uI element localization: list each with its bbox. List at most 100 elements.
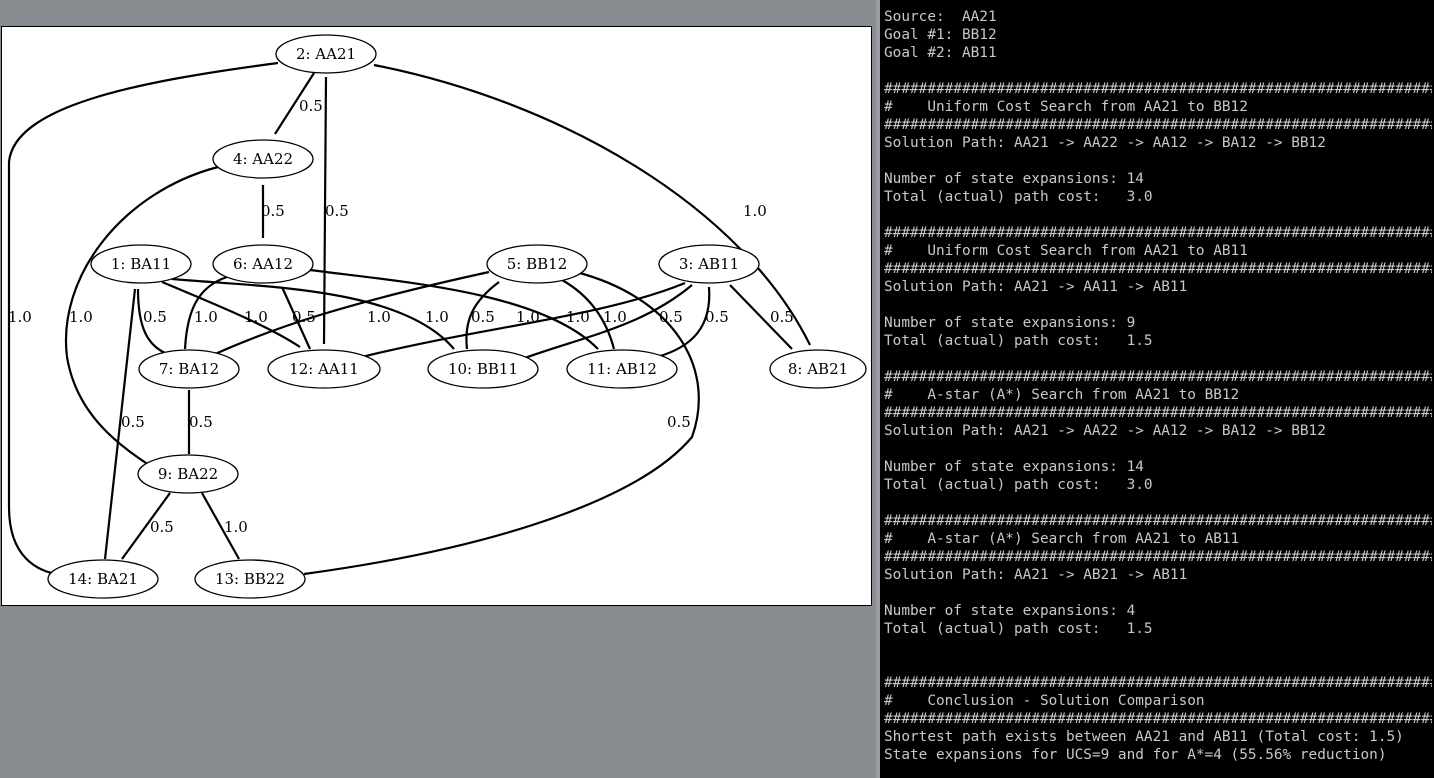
graph-edge bbox=[64, 165, 219, 468]
terminal-line bbox=[884, 584, 1432, 602]
terminal-line: Solution Path: AA21 -> AA11 -> AB11 bbox=[884, 279, 1188, 295]
graph-edge bbox=[656, 286, 711, 359]
terminal-line: ########################################… bbox=[884, 261, 1432, 277]
graph-edge bbox=[322, 76, 328, 345]
edge-weight: 0.5 bbox=[150, 518, 174, 536]
graph-edge bbox=[280, 286, 312, 350]
terminal-line: Total (actual) path cost: 3.0 bbox=[884, 477, 1153, 493]
graph-edge bbox=[729, 284, 793, 350]
terminal-line bbox=[884, 440, 1432, 458]
terminal-line: # Uniform Cost Search from AA21 to BB12 bbox=[884, 99, 1248, 115]
terminal-line: ########################################… bbox=[884, 675, 1432, 691]
terminal-line: Source: AA21 bbox=[884, 9, 997, 25]
graph-edge bbox=[274, 72, 315, 135]
terminal-line: # Conclusion - Solution Comparison # bbox=[884, 693, 1432, 709]
edge-weight: 0.5 bbox=[299, 97, 323, 115]
edge-weight: 0.5 bbox=[292, 308, 316, 326]
graph-node: 7: BA12 bbox=[159, 360, 219, 378]
terminal-line: Shortest path exists between AA21 and AB… bbox=[884, 729, 1404, 745]
terminal-line: Solution Path: AA21 -> AA22 -> AA12 -> B… bbox=[884, 135, 1326, 151]
edge-weight: 0.5 bbox=[261, 202, 285, 220]
edge-weight: 1.0 bbox=[516, 308, 540, 326]
graph-edge bbox=[561, 279, 616, 350]
graph-edge bbox=[201, 492, 240, 560]
edge-weight: 0.5 bbox=[659, 308, 683, 326]
graph-edge bbox=[161, 280, 301, 348]
graph-edge bbox=[465, 281, 500, 350]
terminal-line: ########################################… bbox=[884, 225, 1432, 241]
edge-weight: 1.0 bbox=[743, 202, 767, 220]
terminal-line: ########################################… bbox=[884, 711, 1432, 727]
terminal-line: Goal #2: AB11 bbox=[884, 45, 997, 61]
pane-divider[interactable] bbox=[876, 0, 880, 778]
edge-weight: 1.0 bbox=[194, 308, 218, 326]
edge-weight: 1.0 bbox=[425, 308, 449, 326]
terminal-line bbox=[884, 152, 1432, 170]
graph-viewer-pane: 2: AA21 4: AA22 1: BA11 6: AA12 5: BB12 … bbox=[0, 0, 876, 778]
edge-weight: 1.0 bbox=[566, 308, 590, 326]
terminal-line: Number of state expansions: 9 bbox=[884, 315, 1136, 331]
graph-node: 5: BB12 bbox=[507, 255, 568, 273]
terminal-line bbox=[884, 656, 1432, 674]
terminal-line: ########################################… bbox=[884, 549, 1432, 565]
graph-edge bbox=[303, 270, 700, 576]
edge-weight: 1.0 bbox=[244, 308, 268, 326]
terminal-line: ########################################… bbox=[884, 117, 1432, 133]
terminal-line: Total (actual) path cost: 3.0 bbox=[884, 189, 1153, 205]
edge-weight: 1.0 bbox=[603, 308, 627, 326]
terminal-line: # A-star (A*) Search from AA21 to BB12 bbox=[884, 387, 1240, 403]
graph-node: 1: BA11 bbox=[111, 255, 171, 273]
graph-canvas: 2: AA21 4: AA22 1: BA11 6: AA12 5: BB12 … bbox=[1, 26, 872, 606]
graph-node: 2: AA21 bbox=[296, 45, 356, 63]
terminal-line bbox=[884, 638, 1432, 656]
edge-weight: 0.5 bbox=[121, 413, 145, 431]
edge-weight: 1.0 bbox=[367, 308, 391, 326]
edge-weight: 1.0 bbox=[224, 518, 248, 536]
state-graph: 2: AA21 4: AA22 1: BA11 6: AA12 5: BB12 … bbox=[7, 34, 867, 599]
graph-node: 8: AB21 bbox=[788, 360, 848, 378]
graph-node: 11: AB12 bbox=[587, 360, 657, 378]
terminal-line: Number of state expansions: 14 bbox=[884, 171, 1144, 187]
graph-edge bbox=[103, 288, 137, 560]
edge-weight: 0.5 bbox=[705, 308, 729, 326]
terminal-line bbox=[884, 296, 1432, 314]
terminal-line: Solution Path: AA21 -> AB21 -> AB11 bbox=[884, 567, 1188, 583]
terminal-line bbox=[884, 206, 1432, 224]
terminal-line bbox=[884, 494, 1432, 512]
graph-node: 13: BB22 bbox=[215, 570, 285, 588]
graph-edge bbox=[183, 275, 228, 350]
terminal-line: Total (actual) path cost: 1.5 bbox=[884, 621, 1153, 637]
terminal-line: # A-star (A*) Search from AA21 to AB11 bbox=[884, 531, 1240, 547]
graph-edge bbox=[373, 63, 811, 346]
edge-weight: 0.5 bbox=[189, 413, 213, 431]
edge-weight: 0.5 bbox=[143, 308, 167, 326]
edge-weight: 1.0 bbox=[8, 308, 32, 326]
terminal-line: Number of state expansions: 4 bbox=[884, 603, 1136, 619]
graph-node: 3: AB11 bbox=[679, 255, 739, 273]
terminal-line bbox=[884, 62, 1432, 80]
terminal-line: State expansions for UCS=9 and for A*=4 … bbox=[884, 747, 1387, 763]
edge-weight: 1.0 bbox=[69, 308, 93, 326]
edge-weight: 0.5 bbox=[325, 202, 349, 220]
edge-weight: 0.5 bbox=[471, 308, 495, 326]
graph-node: 12: AA11 bbox=[289, 360, 359, 378]
graph-edge bbox=[121, 492, 171, 560]
edge-weight: 0.5 bbox=[770, 308, 794, 326]
graph-edge bbox=[171, 277, 455, 350]
graph-node: 10: BB11 bbox=[448, 360, 518, 378]
graph-edge bbox=[361, 281, 686, 359]
terminal-line: Number of state expansions: 14 bbox=[884, 459, 1144, 475]
terminal-line: Total (actual) path cost: 1.5 bbox=[884, 333, 1153, 349]
terminal-line bbox=[884, 350, 1432, 368]
graph-edge bbox=[521, 284, 693, 361]
edge-weight: 0.5 bbox=[667, 413, 691, 431]
terminal-line: ########################################… bbox=[884, 405, 1432, 421]
graph-node: 9: BA22 bbox=[158, 465, 218, 483]
graph-node: 14: BA21 bbox=[68, 570, 138, 588]
terminal-line: ########################################… bbox=[884, 369, 1432, 385]
graph-node: 6: AA12 bbox=[233, 255, 293, 273]
terminal-line: ########################################… bbox=[884, 513, 1432, 529]
graph-edge bbox=[309, 268, 599, 350]
terminal-line: # Uniform Cost Search from AA21 to AB11 bbox=[884, 243, 1248, 259]
